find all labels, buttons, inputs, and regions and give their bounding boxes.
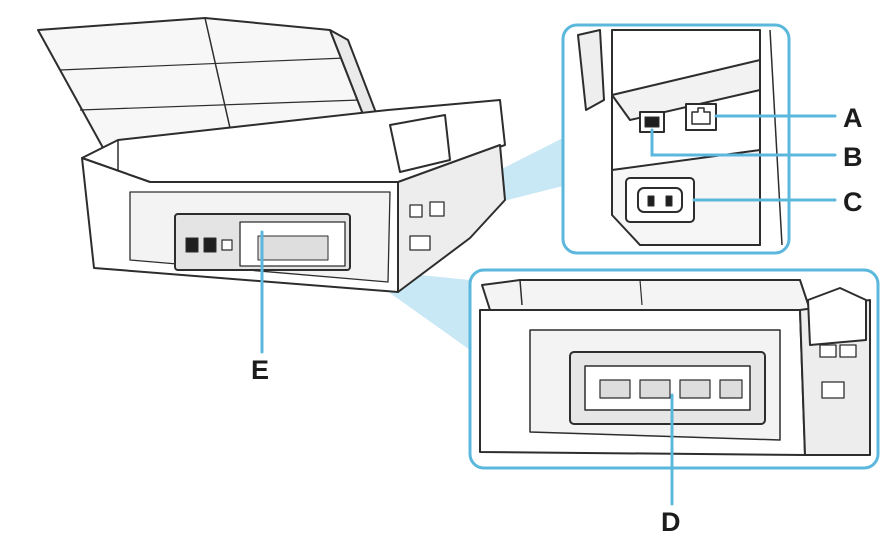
zoom-rear-unit-content: [479, 279, 871, 456]
callout-letter-a: A: [843, 103, 863, 133]
callout-letter-e: E: [251, 355, 269, 385]
printer-main: [37, 17, 506, 293]
zoom-ports-content: [577, 29, 783, 246]
zoom-beam-rear-unit: [352, 268, 470, 350]
leader-lines: [260, 114, 837, 506]
printer-right-side: [397, 144, 506, 293]
leader-b: [650, 128, 837, 157]
callout-letter-d: D: [661, 507, 681, 537]
callout-letter-b: B: [843, 142, 863, 172]
callout-letter-c: C: [843, 187, 863, 217]
